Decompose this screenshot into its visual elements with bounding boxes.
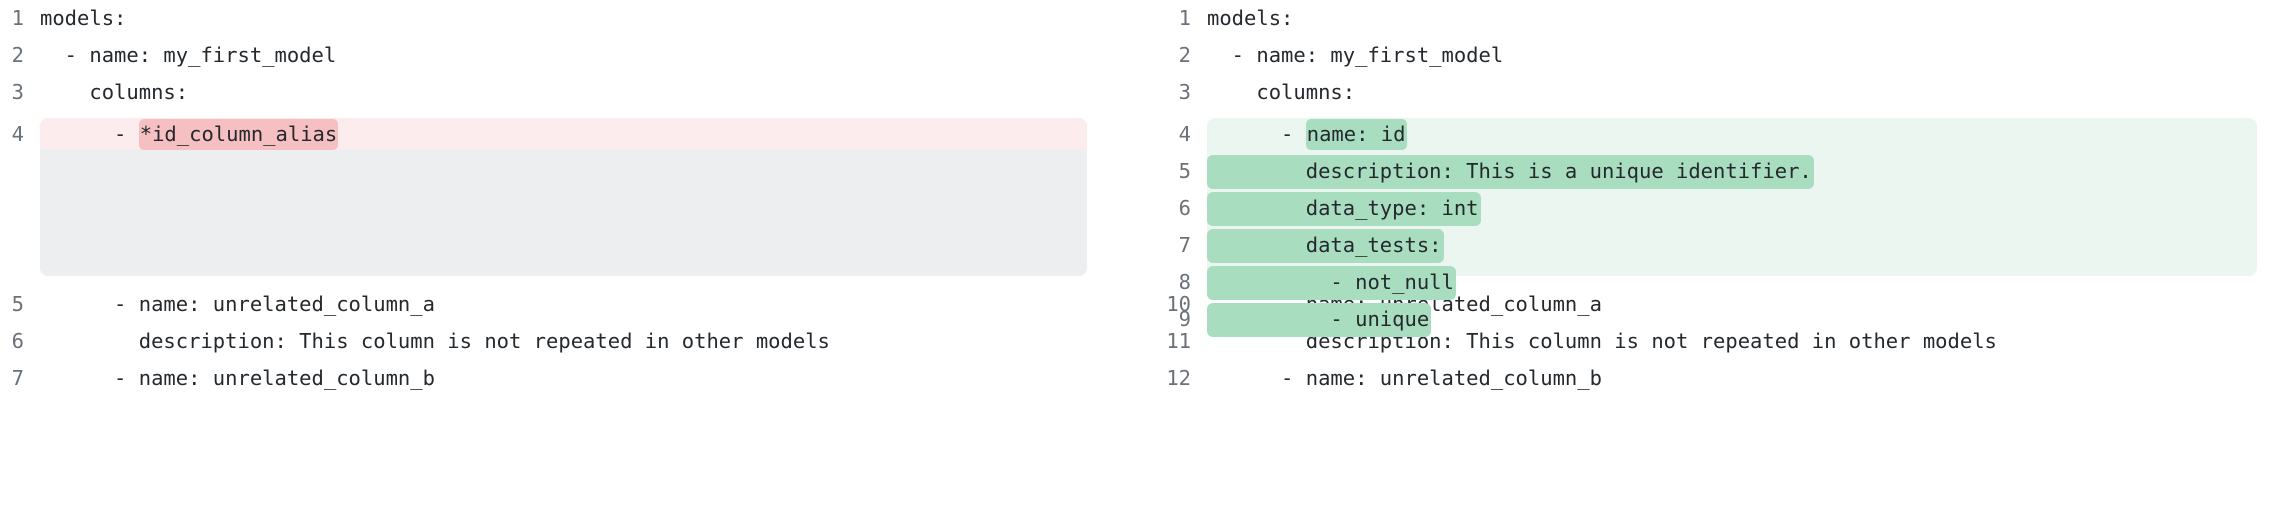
diff-row-added[interactable]: 9 - unique (1179, 302, 2257, 337)
code-block-tail-left: 5 - name: unrelated_column_a 6 descripti… (0, 290, 1139, 393)
code-text: - unique (1207, 302, 1432, 337)
code-line[interactable]: 3 columns: (1139, 78, 2278, 107)
code-text: - *id_column_alias (40, 119, 339, 150)
code-text: description: This column is not repeated… (40, 329, 830, 353)
code-block-head-left: 1 models: 2 - name: my_first_model 3 col… (0, 4, 1139, 107)
code-text: columns: (1207, 80, 1356, 104)
diff-block-removed: 4 - *id_column_alias (12, 118, 1087, 276)
code-text: data_tests: (1207, 228, 1444, 263)
code-line[interactable]: 6 description: This column is not repeat… (0, 327, 1139, 356)
diff-panel-after: 1 models: 2 - name: my_first_model 3 col… (1139, 0, 2278, 528)
added-token-highlight: - unique (1207, 302, 1432, 337)
diff-row-added[interactable]: 5 description: This is a unique identifi… (1179, 154, 2257, 189)
added-token-highlight: data_tests: (1207, 228, 1444, 263)
line-number: 6 (11, 329, 24, 353)
line-number: 11 (1166, 329, 1191, 353)
code-text: - name: id (1207, 119, 1407, 150)
code-text: models: (1207, 6, 1294, 30)
added-token-highlight: - not_null (1207, 265, 1456, 300)
diff-row-removed[interactable]: 4 - *id_column_alias (12, 118, 1087, 150)
code-indent: - (1207, 122, 1306, 146)
added-token-highlight: name: id (1305, 119, 1407, 150)
diff-row-added[interactable]: 8 - not_null (1179, 265, 2257, 300)
line-number: 5 (11, 292, 24, 316)
code-line[interactable]: 12 - name: unrelated_column_b (1139, 364, 2278, 393)
diff-row-added[interactable]: 4 - name: id (1179, 118, 2257, 150)
added-token-highlight: description: This is a unique identifier… (1207, 154, 1814, 189)
removed-token-highlight: *id_column_alias (138, 119, 339, 150)
code-text: - name: my_first_model (40, 43, 337, 67)
line-number: 10 (1166, 292, 1191, 316)
code-indent: - (40, 122, 139, 146)
line-number: 9 (1178, 307, 1191, 331)
code-text: data_type: int (1207, 191, 1481, 226)
line-number: 1 (1178, 6, 1191, 30)
code-text: - name: unrelated_column_a (40, 292, 435, 316)
code-line[interactable]: 1 models: (1139, 4, 2278, 33)
line-number: 6 (1178, 196, 1191, 220)
code-line[interactable]: 5 - name: unrelated_column_a (0, 290, 1139, 319)
code-text: - name: unrelated_column_b (1207, 366, 1602, 390)
diff-row-added[interactable]: 6 data_type: int (1179, 191, 2257, 226)
code-text: models: (40, 6, 127, 30)
line-number: 7 (1178, 233, 1191, 257)
code-line[interactable]: 3 columns: (0, 78, 1139, 107)
diff-panel-before: 1 models: 2 - name: my_first_model 3 col… (0, 4, 1139, 393)
line-number: 5 (1178, 159, 1191, 183)
line-number: 4 (1178, 122, 1191, 146)
code-line[interactable]: 7 - name: unrelated_column_b (0, 364, 1139, 393)
code-text: - name: my_first_model (1207, 43, 1504, 67)
line-number: 2 (11, 43, 24, 67)
added-token-highlight: data_type: int (1207, 191, 1481, 226)
code-block-head-right: 1 models: 2 - name: my_first_model 3 col… (1139, 4, 2278, 107)
line-number: 2 (1178, 43, 1191, 67)
line-number: 3 (11, 80, 24, 104)
code-line[interactable]: 2 - name: my_first_model (0, 41, 1139, 70)
line-number: 7 (11, 366, 24, 390)
line-number: 1 (11, 6, 24, 30)
code-text: - name: unrelated_column_b (40, 366, 435, 390)
code-text: description: This is a unique identifier… (1207, 154, 1814, 189)
line-number: 8 (1178, 270, 1191, 294)
line-number: 3 (1178, 80, 1191, 104)
diff-block-added: 4 - name: id 5 description: This is a un… (1179, 118, 2257, 337)
line-number: 4 (11, 122, 24, 146)
code-text: - not_null (1207, 265, 1456, 300)
code-line[interactable]: 1 models: (0, 4, 1139, 33)
code-text: columns: (40, 80, 189, 104)
code-line[interactable]: 2 - name: my_first_model (1139, 41, 2278, 70)
line-number: 12 (1166, 366, 1191, 390)
diff-row-added[interactable]: 7 data_tests: (1179, 228, 2257, 263)
